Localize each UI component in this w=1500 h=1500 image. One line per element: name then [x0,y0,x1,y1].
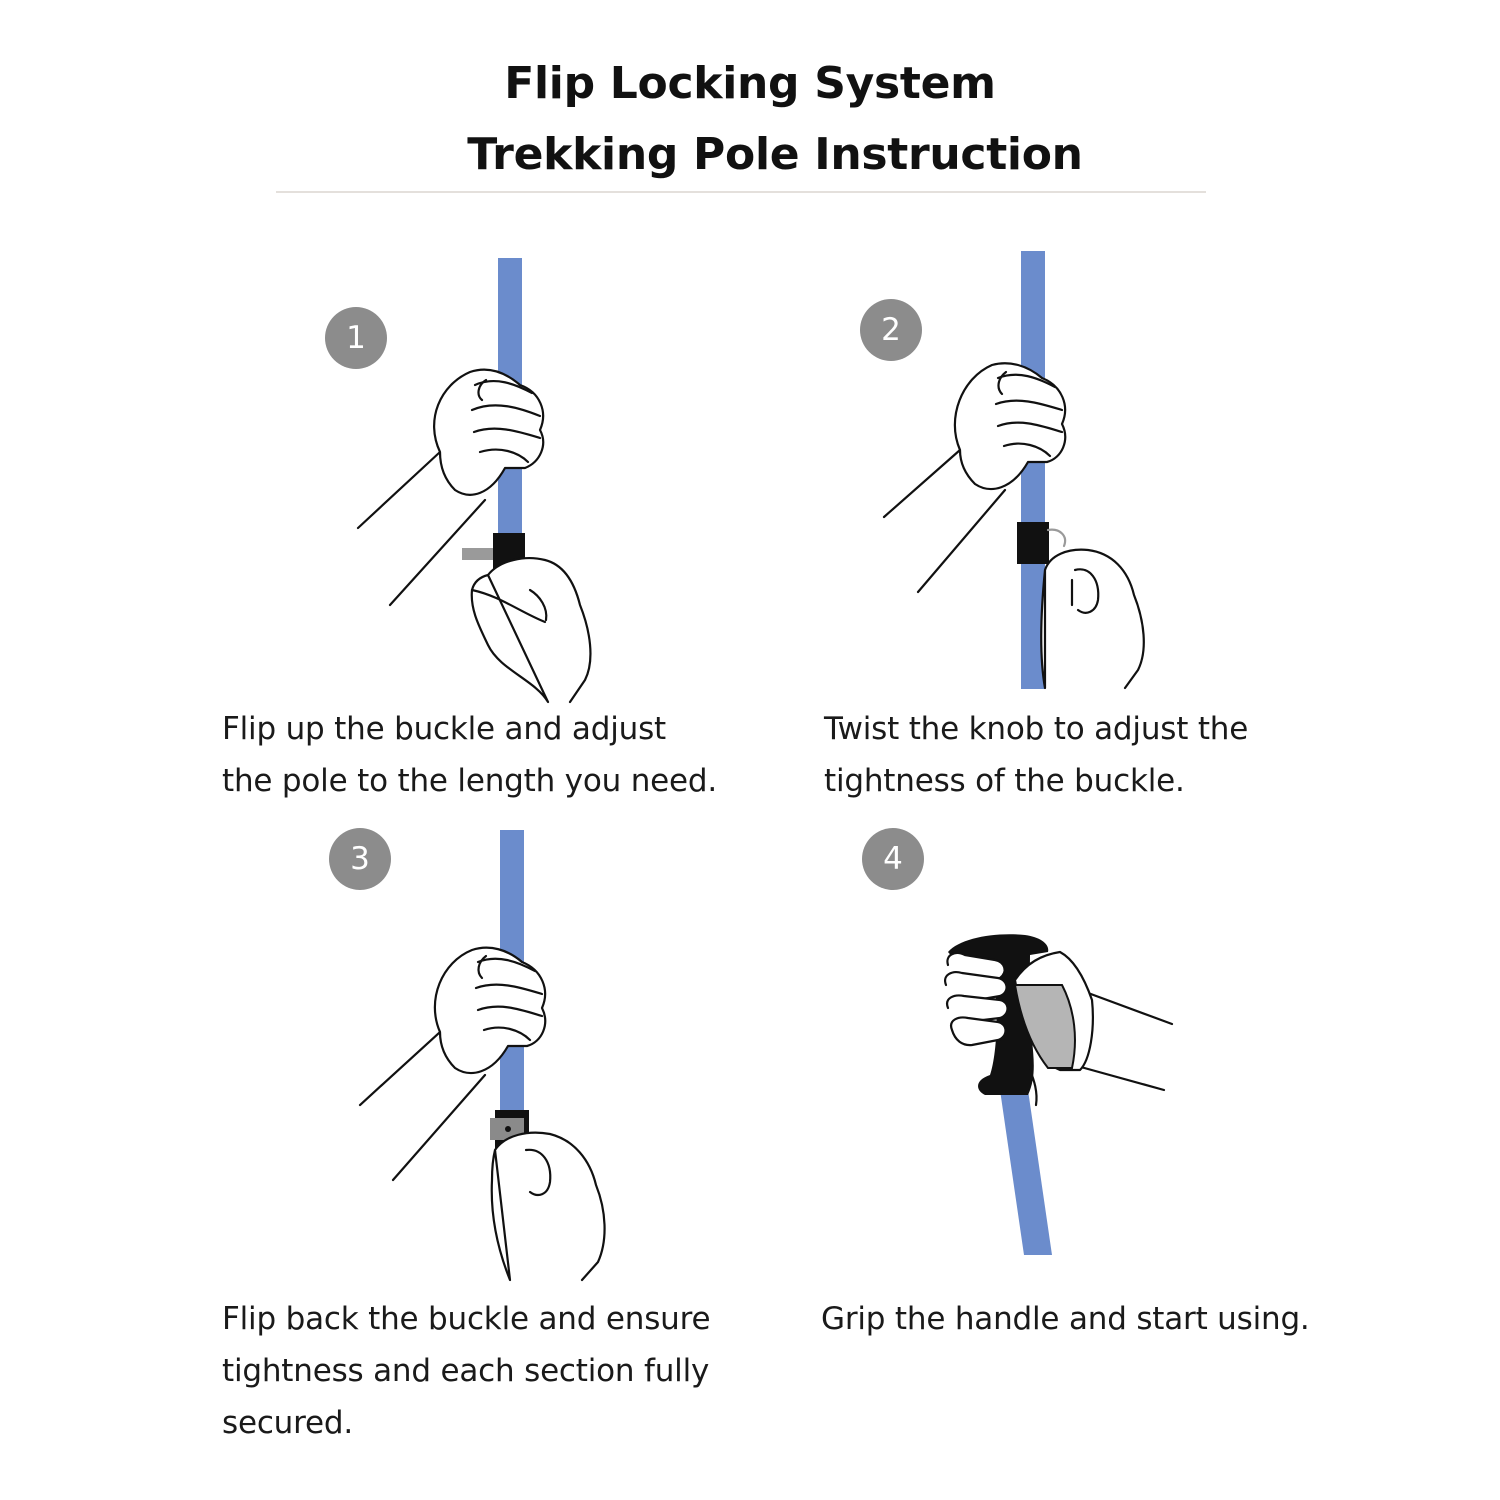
step-1-caption-line: Flip up the buckle and adjust [222,711,666,747]
step-2-caption-line: tightness of the buckle. [824,763,1185,799]
step-2-lower-hand [1040,548,1145,690]
step-3-illustration [358,830,606,1282]
step-3-badge: 3 [329,828,391,890]
step-2-buckle [1017,522,1049,564]
step-1-upper-hand [433,368,545,496]
step-3-caption-line: Flip back the buckle and ensure [222,1301,711,1337]
step-2-caption-line: Twist the knob to adjust the [824,711,1249,747]
step-4-pole [1000,1090,1052,1255]
step-3-lower-hand [490,1131,606,1282]
step-4-badge: 4 [862,828,924,890]
title-line-1: Flip Locking System [504,58,996,109]
title-divider [276,191,1206,193]
step-3-caption-line: secured. [222,1405,353,1441]
step-1-lower-hand [470,557,592,704]
step-2-illustration [882,251,1145,690]
step-1-badge: 1 [325,307,387,369]
step-4-caption: Grip the handle and start using. [821,1293,1310,1345]
step-3-caption: Flip back the buckle and ensure tightnes… [222,1293,711,1449]
step-2-caption: Twist the knob to adjust the tightness o… [824,703,1248,807]
title-line-2: Trekking Pole Instruction [467,129,1083,180]
step-4-strap [1013,984,1076,1069]
step-1-buckle-lever [462,548,498,560]
step-1-illustration [356,258,592,704]
step-4-illustration [944,934,1174,1255]
step-1-caption: Flip up the buckle and adjust the pole t… [222,703,717,807]
step-2-upper-hand [953,362,1067,491]
step-3-caption-line: tightness and each section fully [222,1353,710,1389]
step-1-caption-line: the pole to the length you need. [222,763,718,799]
step-2-badge: 2 [860,299,922,361]
step-3-upper-hand [433,946,547,1075]
step-4-caption-line: Grip the handle and start using. [821,1301,1310,1337]
